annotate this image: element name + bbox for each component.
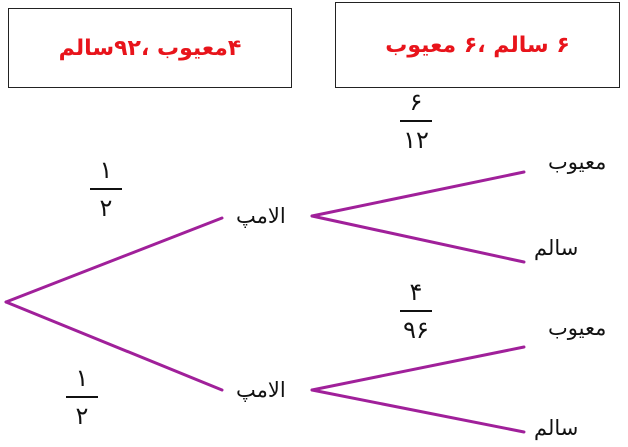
left-count-text: ۴معیوب ،۹۲سالم: [58, 35, 242, 61]
upper-defective-label: معیوب: [548, 150, 607, 174]
branch-upper-defective: [310, 170, 526, 218]
prob-lower-defective: ۴ ۹۶: [396, 280, 436, 342]
right-count-text: ۶ سالم ،۶ معیوب: [385, 32, 570, 58]
node-lower-label: الامپ: [236, 378, 286, 402]
fraction-bar: [66, 396, 98, 398]
prob-root-upper: ۱ ۲: [86, 158, 126, 220]
right-count-box: ۶ سالم ،۶ معیوب: [335, 2, 620, 88]
branch-lower-defective: [310, 345, 526, 392]
prob-root-lower-denominator: ۲: [75, 402, 89, 430]
branch-root-upper: [4, 216, 224, 304]
prob-root-lower-numerator: ۱: [75, 364, 89, 392]
node-upper-label: الامپ: [236, 204, 286, 228]
prob-upper-defective-denominator: ۱۲: [403, 126, 429, 154]
prob-root-upper-denominator: ۲: [99, 194, 113, 222]
branch-lower-healthy: [310, 388, 526, 434]
fraction-bar: [90, 188, 122, 190]
branch-root-lower: [4, 300, 224, 392]
prob-root-lower: ۱ ۲: [62, 366, 102, 428]
prob-lower-defective-numerator: ۴: [409, 278, 423, 306]
left-count-box: ۴معیوب ،۹۲سالم: [8, 8, 292, 88]
fraction-bar: [400, 310, 432, 312]
prob-upper-defective: ۶ ۱۲: [396, 90, 436, 152]
fraction-bar: [400, 120, 432, 122]
lower-healthy-label: سالم: [534, 416, 579, 440]
prob-root-upper-numerator: ۱: [99, 156, 113, 184]
lower-defective-label: معیوب: [548, 316, 607, 340]
prob-upper-defective-numerator: ۶: [409, 88, 423, 116]
prob-lower-defective-denominator: ۹۶: [403, 316, 429, 344]
upper-healthy-label: سالم: [534, 236, 579, 260]
branch-upper-healthy: [310, 214, 526, 264]
